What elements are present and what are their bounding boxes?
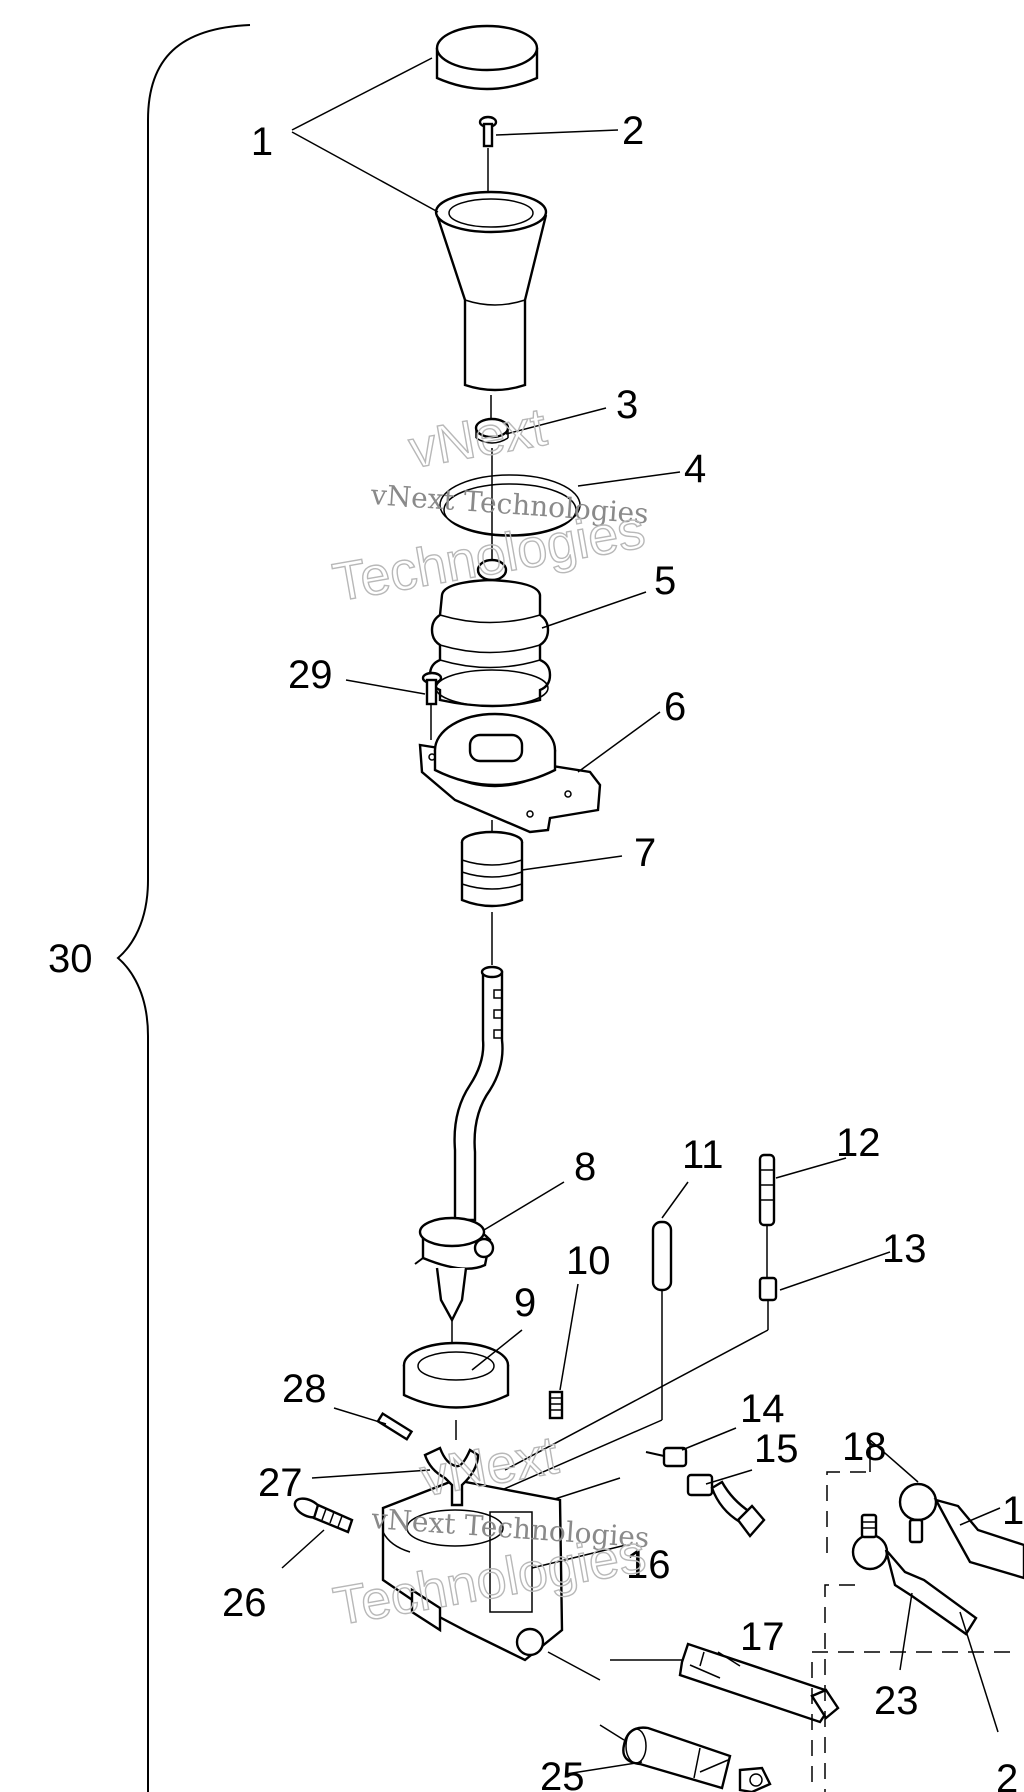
callout-16: 16 [626,1543,671,1587]
part-shifter-base-16 [381,1446,601,1681]
part-screw-2 [478,115,498,200]
callout-23: 23 [874,1679,919,1723]
callout-26: 26 [222,1581,267,1625]
callout-1-a: 1 [251,120,273,164]
assembly-brace [116,24,251,1792]
part-ring-3 [474,417,510,444]
part-bolt-26 [293,1497,354,1534]
part-pin-11 [487,1220,673,1497]
part-boot-5 [428,578,552,708]
part-cable-sleeve-25 [599,1724,772,1792]
dashed-frame [811,1471,1010,1792]
part-shift-lever-8 [414,965,504,1350]
callout-1-b: 1 [1002,1489,1024,1533]
callout-13: 13 [882,1227,927,1271]
callout-18: 18 [842,1425,887,1469]
callout-29: 29 [288,653,333,697]
part-switch-14-15 [504,1446,766,1538]
part-pin-28 [376,1411,414,1441]
callout-14: 14 [740,1387,785,1431]
callout-25: 25 [540,1755,585,1792]
callout-15: 15 [754,1427,799,1471]
part-spring-10 [548,1390,564,1420]
part-handle [434,190,548,420]
callout-2: 2 [622,109,644,153]
callout-4: 4 [684,447,706,491]
part-cable-end-17 [610,1642,840,1724]
watermark-top-line1: vNext [405,397,551,480]
part-stud-12 [758,1153,776,1278]
part-sleeve-13 [504,1276,778,1471]
part-socket-9 [402,1341,510,1440]
callout-9: 9 [514,1281,536,1325]
leader-lines [281,57,1001,1775]
callout-28: 28 [282,1367,327,1411]
callout-7: 7 [634,831,656,875]
callout-labels: 1 2 3 4 5 6 7 8 9 10 11 12 13 14 15 16 1… [48,109,1024,1792]
callout-5: 5 [654,559,676,603]
part-rod-ends-18 [851,1482,1024,1636]
part-ribbed-bushing-7 [460,830,524,965]
callout-30: 30 [48,937,93,981]
part-housing-plate-6 [418,712,602,834]
callout-10: 10 [566,1239,611,1283]
part-knob-cap [435,24,539,91]
callout-12: 12 [836,1121,881,1165]
watermark-top: vNext vNext Technologies Technologies [328,396,650,614]
callout-27: 27 [258,1461,303,1505]
callout-2-b: 2 [996,1757,1018,1792]
callout-3: 3 [616,383,638,427]
callout-8: 8 [574,1145,596,1189]
callout-11: 11 [682,1133,724,1177]
part-clamp-ring-4 [439,474,581,537]
callout-17: 17 [740,1615,785,1659]
watermark-bottom: vNext vNext Technologies Technologies [328,1424,650,1638]
callout-6: 6 [664,685,686,729]
part-screw-29 [421,671,443,740]
